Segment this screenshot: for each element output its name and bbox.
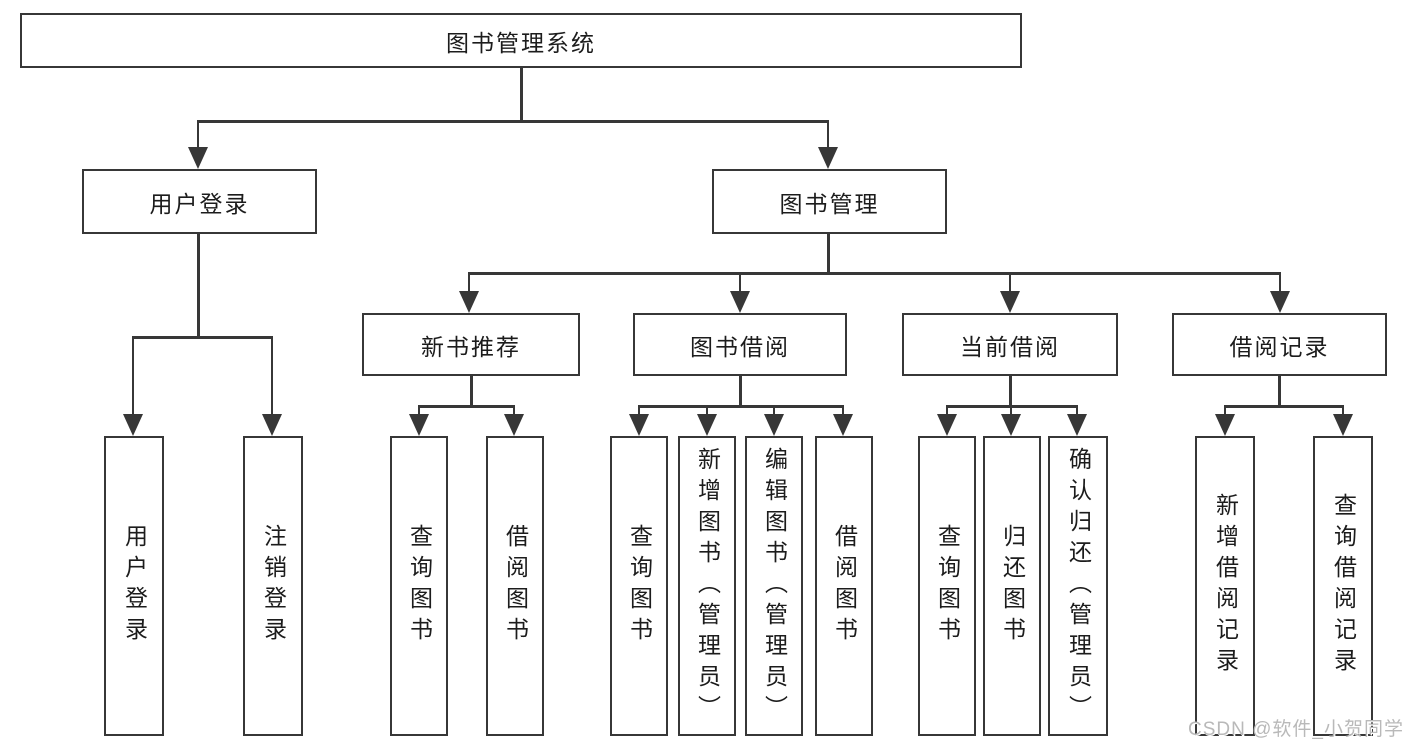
arrow-to-current-borrowing bbox=[1000, 272, 1020, 313]
leaf-query-borrow-record-label: 查询借阅记录 bbox=[1330, 493, 1357, 679]
arrow-to-leaf-return-books bbox=[1001, 405, 1021, 436]
leaf-logout-label: 注销登录 bbox=[260, 524, 287, 648]
node-book-management-label: 图书管理 bbox=[779, 190, 880, 217]
arrow-to-leaf-logout bbox=[262, 336, 282, 436]
leaf-borrow-books-borrowing: 借阅图书 bbox=[815, 436, 873, 736]
arrow-to-borrowing-records bbox=[1270, 272, 1290, 313]
leaf-query-borrow-record: 查询借阅记录 bbox=[1313, 436, 1373, 736]
leaf-borrow-books-borrowing-label: 借阅图书 bbox=[831, 524, 858, 648]
csdn-watermark: CSDN @软件_小贺同学 bbox=[1188, 719, 1404, 740]
node-borrowing-records-label: 借阅记录 bbox=[1229, 333, 1330, 360]
connector-book-management-stem bbox=[827, 234, 830, 274]
node-user-login: 用户登录 bbox=[82, 169, 317, 234]
arrow-to-book-management bbox=[818, 120, 838, 169]
connector-borrowing-records-stem bbox=[1278, 376, 1281, 406]
node-root: 图书管理系统 bbox=[20, 13, 1022, 68]
arrow-to-leaf-borrow-books-2 bbox=[833, 405, 853, 436]
arrow-to-user-login bbox=[188, 120, 208, 169]
leaf-add-books-admin-label: 新增图书（管理员） bbox=[694, 446, 721, 726]
node-book-borrowing: 图书借阅 bbox=[633, 313, 847, 376]
arrow-to-leaf-edit-books bbox=[764, 405, 784, 436]
arrow-to-leaf-add-record bbox=[1215, 405, 1235, 436]
node-user-login-label: 用户登录 bbox=[149, 190, 250, 217]
arrow-to-leaf-query-books-2 bbox=[629, 405, 649, 436]
arrow-to-leaf-query-books-3 bbox=[937, 405, 957, 436]
node-current-borrowing-label: 当前借阅 bbox=[960, 333, 1060, 360]
leaf-edit-books-admin-label: 编辑图书（管理员） bbox=[761, 446, 788, 726]
node-book-borrowing-label: 图书借阅 bbox=[690, 333, 790, 360]
leaf-query-books-recommend-label: 查询图书 bbox=[406, 524, 433, 648]
leaf-return-books-label: 归还图书 bbox=[999, 524, 1026, 648]
connector-root-stem bbox=[520, 68, 523, 120]
leaf-confirm-return-admin: 确认归还（管理员） bbox=[1048, 436, 1108, 736]
connector-root-bar bbox=[197, 120, 829, 123]
leaf-borrow-books-recommend: 借阅图书 bbox=[486, 436, 544, 736]
arrow-to-leaf-query-books-1 bbox=[409, 405, 429, 436]
connector-new-book-recommend-stem bbox=[470, 376, 473, 406]
leaf-confirm-return-admin-label: 确认归还（管理员） bbox=[1065, 446, 1092, 726]
leaf-add-books-admin: 新增图书（管理员） bbox=[678, 436, 736, 736]
connector-user-login-stem bbox=[197, 234, 200, 337]
leaf-add-borrow-record-label: 新增借阅记录 bbox=[1212, 493, 1239, 679]
arrow-to-new-book-recommend bbox=[459, 272, 479, 313]
connector-book-borrowing-bar bbox=[638, 405, 844, 408]
leaf-query-books-current-label: 查询图书 bbox=[934, 524, 961, 648]
arrow-to-leaf-add-books bbox=[697, 405, 717, 436]
leaf-user-login-label: 用户登录 bbox=[121, 524, 148, 648]
connector-book-management-bar bbox=[468, 272, 1281, 275]
arrow-to-leaf-confirm-return bbox=[1067, 405, 1087, 436]
connector-borrowing-records-bar bbox=[1224, 405, 1344, 408]
leaf-borrow-books-recommend-label: 借阅图书 bbox=[502, 524, 529, 648]
leaf-query-books-current: 查询图书 bbox=[918, 436, 976, 736]
node-root-label: 图书管理系统 bbox=[446, 29, 596, 56]
leaf-query-books-recommend: 查询图书 bbox=[390, 436, 448, 736]
node-new-book-recommend-label: 新书推荐 bbox=[421, 333, 521, 360]
node-borrowing-records: 借阅记录 bbox=[1172, 313, 1387, 376]
leaf-logout: 注销登录 bbox=[243, 436, 303, 736]
node-new-book-recommend: 新书推荐 bbox=[362, 313, 580, 376]
leaf-user-login: 用户登录 bbox=[104, 436, 164, 736]
node-current-borrowing: 当前借阅 bbox=[902, 313, 1118, 376]
connector-book-borrowing-stem bbox=[739, 376, 742, 406]
arrow-to-leaf-borrow-books-1 bbox=[504, 405, 524, 436]
leaf-query-books-borrowing: 查询图书 bbox=[610, 436, 668, 736]
node-book-management: 图书管理 bbox=[712, 169, 947, 234]
arrow-to-leaf-query-record bbox=[1333, 405, 1353, 436]
connector-user-login-bar bbox=[132, 336, 273, 339]
leaf-return-books: 归还图书 bbox=[983, 436, 1041, 736]
arrow-to-leaf-user-login bbox=[123, 336, 143, 436]
leaf-edit-books-admin: 编辑图书（管理员） bbox=[745, 436, 803, 736]
connector-new-book-recommend-bar bbox=[418, 405, 515, 408]
connector-current-borrowing-stem bbox=[1009, 376, 1012, 406]
leaf-add-borrow-record: 新增借阅记录 bbox=[1195, 436, 1255, 736]
leaf-query-books-borrowing-label: 查询图书 bbox=[626, 524, 653, 648]
arrow-to-book-borrowing bbox=[730, 272, 750, 313]
